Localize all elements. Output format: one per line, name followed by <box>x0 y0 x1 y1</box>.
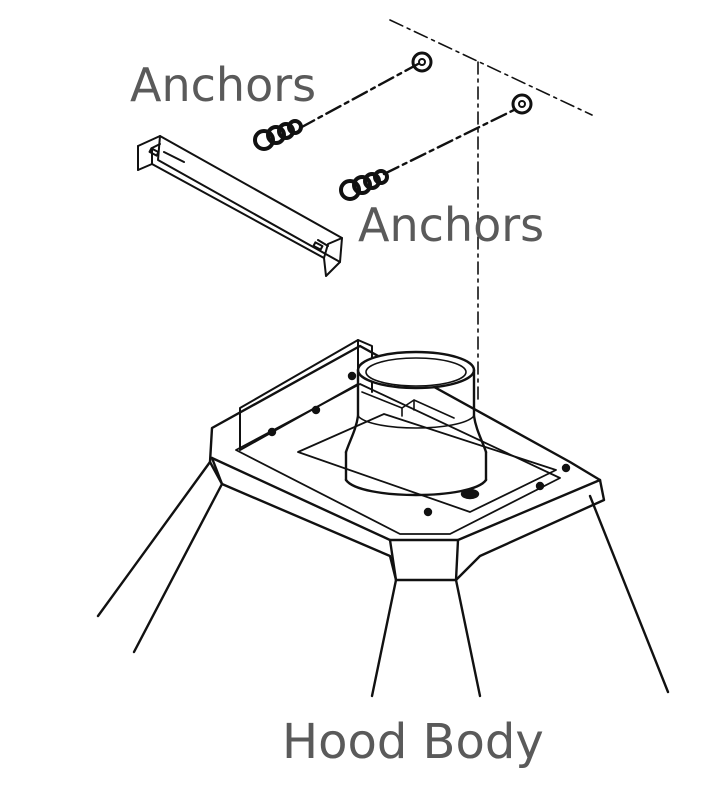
hood-body-label: Hood Body <box>282 714 544 770</box>
anchor-1 <box>253 51 433 151</box>
anchor-2 <box>339 93 533 201</box>
anchors-label-lower: Anchors <box>358 198 545 252</box>
anchor-2-plug <box>339 169 389 201</box>
ceiling-line <box>389 19 593 116</box>
hood-body <box>96 339 670 698</box>
anchor-1-plug <box>253 119 303 151</box>
exhaust-collar <box>344 350 488 500</box>
mounting-bracket <box>137 135 343 277</box>
anchors-label-upper: Anchors <box>130 58 317 112</box>
